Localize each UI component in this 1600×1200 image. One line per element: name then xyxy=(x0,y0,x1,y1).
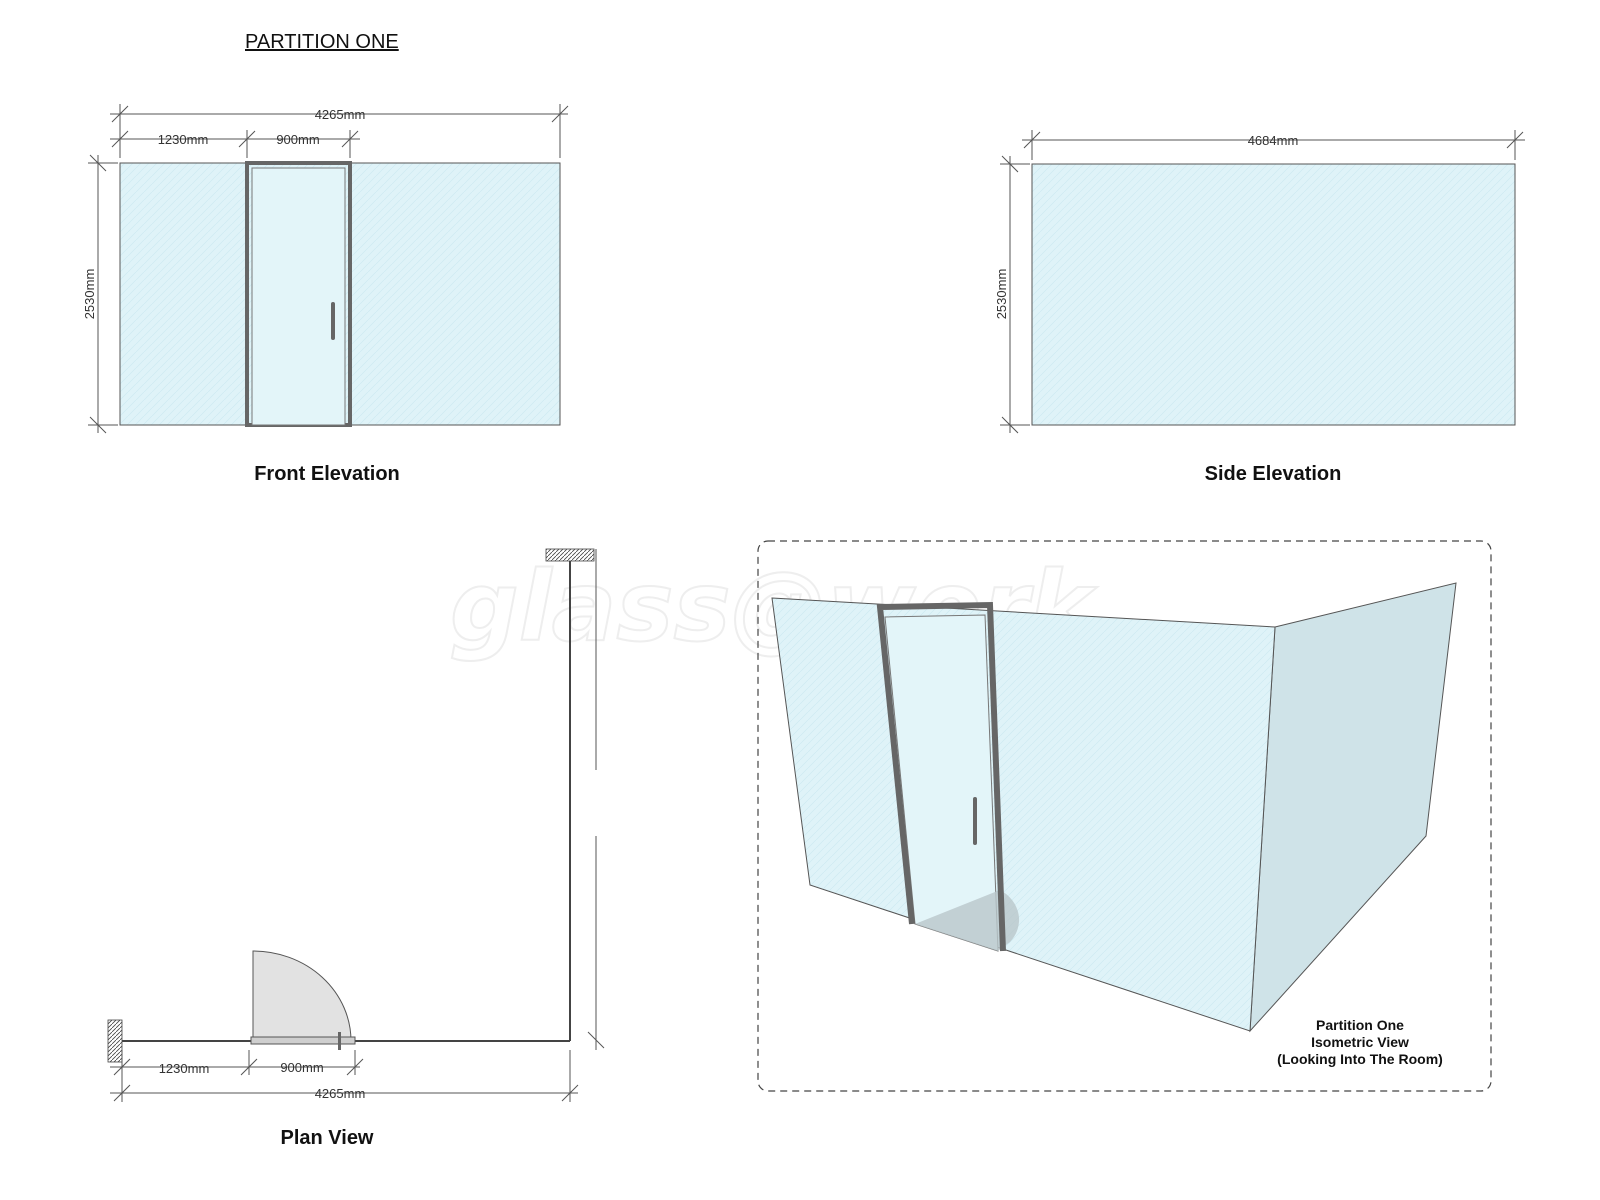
side-height: 2530mm xyxy=(994,269,1009,320)
plan-view: 1230mm 900mm 4265mm Plan View xyxy=(107,548,605,1149)
iso-side-wall xyxy=(1249,582,1457,1033)
front-width-door: 900mm xyxy=(276,132,319,147)
side-elevation: 4684mm 2530mm Side Elevation xyxy=(994,130,1525,485)
door-swing-arc xyxy=(252,950,352,1042)
iso-door-shadow xyxy=(915,890,1020,951)
plan-width-left: 1230mm xyxy=(159,1061,210,1076)
plan-door-leaf xyxy=(250,1036,356,1045)
iso-door-frame xyxy=(876,601,1006,952)
plan-width-total: 4265mm xyxy=(315,1086,366,1101)
front-width-total: 4265mm xyxy=(315,107,366,122)
iso-caption-line3: (Looking Into The Room) xyxy=(1277,1051,1443,1067)
page-heading: PARTITION ONE xyxy=(245,31,399,53)
wall-hatch-left xyxy=(107,1019,123,1063)
iso-front-wall xyxy=(771,597,1276,1032)
front-height: 2530mm xyxy=(82,269,97,320)
side-elevation-title: Side Elevation xyxy=(1205,463,1342,485)
front-elevation-title: Front Elevation xyxy=(254,463,400,485)
wall-hatch-top xyxy=(545,548,595,562)
door-handle-icon xyxy=(331,302,335,340)
iso-caption-line2: Isometric View xyxy=(1311,1034,1409,1050)
side-width-total: 4684mm xyxy=(1248,133,1299,148)
front-width-left: 1230mm xyxy=(158,132,209,147)
front-elevation: 4265mm 1230mm 900mm 2530mm Front Elevati… xyxy=(82,104,569,485)
iso-door-handle-icon xyxy=(973,797,977,845)
plan-door-handle-icon xyxy=(338,1032,341,1050)
isometric-view: Partition One Isometric View (Looking In… xyxy=(757,540,1492,1092)
iso-caption-line1: Partition One xyxy=(1316,1017,1404,1033)
side-glass-panel xyxy=(1031,163,1516,426)
front-door-leaf xyxy=(251,167,346,426)
plan-view-title: Plan View xyxy=(280,1127,373,1149)
plan-width-door: 900mm xyxy=(280,1060,323,1075)
